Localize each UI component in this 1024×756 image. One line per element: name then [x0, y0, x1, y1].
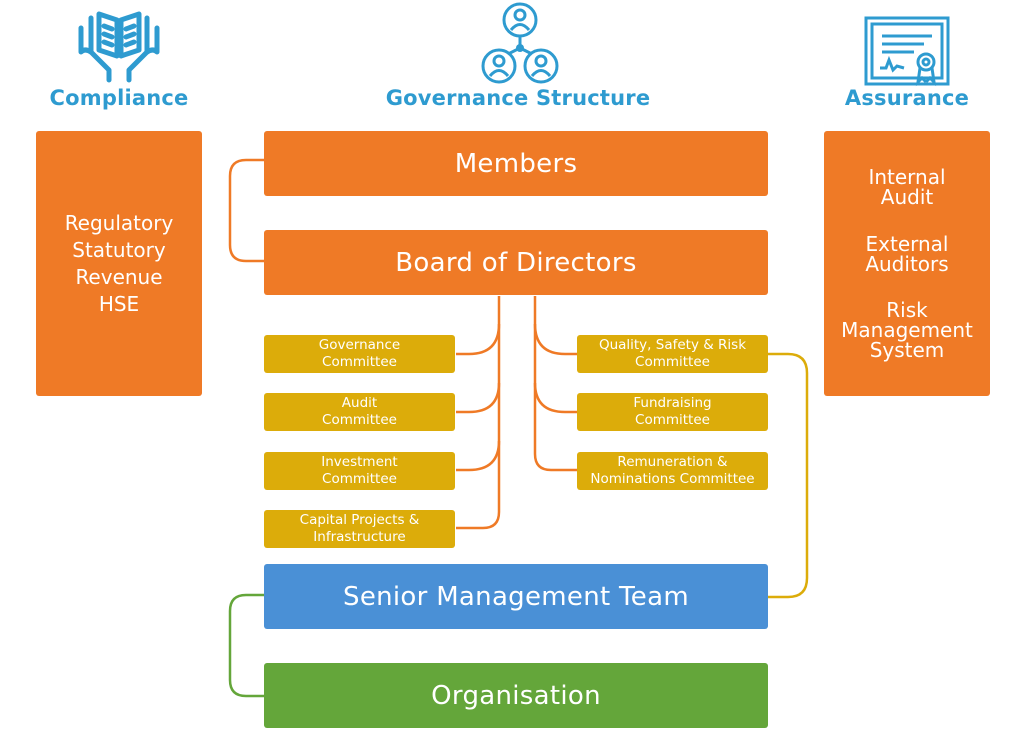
assurance-item-line: Management: [841, 317, 973, 342]
compliance-item: Regulatory: [64, 210, 174, 235]
governance-committee-box: Governance Committee: [264, 335, 455, 373]
committee-line: Audit: [341, 395, 378, 411]
external-auditors-item: External Auditors: [865, 234, 948, 274]
remuneration-nominations-committee-box: Remuneration & Nominations Committee: [577, 452, 768, 490]
committee-line: Remuneration &: [617, 454, 728, 470]
fundraising-committee-box: Fundraising Committee: [577, 393, 768, 431]
assurance-item-line: Audit: [880, 185, 934, 210]
assurance-item-line: Auditors: [865, 251, 949, 276]
left-committee-trunk: [456, 296, 501, 530]
committee-line: Capital Projects &: [299, 512, 420, 528]
left-branch-2: [456, 382, 501, 414]
assurance-item-line: System: [869, 337, 945, 362]
internal-audit-item: Internal Audit: [868, 167, 945, 207]
right-branch-2: [533, 382, 577, 414]
quality-safety-risk-committee-box: Quality, Safety & Risk Committee: [577, 335, 768, 373]
committee-line: Committee: [322, 412, 397, 428]
left-branch-1: [456, 323, 501, 356]
committee-line: Quality, Safety & Risk: [598, 337, 747, 353]
right-committee-trunk: [533, 296, 577, 472]
organisation-label: Organisation: [431, 680, 601, 711]
people-network-icon: [481, 2, 559, 84]
compliance-title: Compliance: [49, 86, 189, 110]
board-of-directors-box: Board of Directors: [264, 230, 768, 295]
committee-line: Fundraising: [633, 395, 712, 411]
risk-management-system-item: Risk Management System: [841, 300, 973, 360]
assurance-item-line: Internal: [868, 165, 946, 190]
compliance-item: Revenue: [75, 264, 163, 289]
governance-structure-title: Governance Structure: [385, 86, 651, 110]
investment-committee-box: Investment Committee: [264, 452, 455, 490]
quality-smt-connector: [768, 352, 809, 599]
committee-line: Committee: [322, 354, 397, 370]
committee-line: Committee: [635, 412, 710, 428]
organisation-box: Organisation: [264, 663, 768, 728]
left-branch-3: [456, 440, 501, 472]
assurance-box: Internal Audit External Auditors Risk Ma…: [824, 131, 990, 396]
members-label: Members: [454, 148, 578, 179]
assurance-item-line: External: [865, 231, 949, 256]
compliance-box: Regulatory Statutory Revenue HSE: [36, 131, 202, 396]
compliance-item: Statutory: [72, 237, 166, 262]
members-board-connector: [228, 158, 264, 263]
smt-label: Senior Management Team: [343, 581, 689, 612]
right-branch-1: [533, 323, 577, 356]
committee-line: Investment: [321, 454, 398, 470]
assurance-title: Assurance: [844, 86, 970, 110]
audit-committee-box: Audit Committee: [264, 393, 455, 431]
senior-management-team-box: Senior Management Team: [264, 564, 768, 629]
compliance-item: HSE: [98, 291, 140, 316]
capital-projects-committee-box: Capital Projects & Infrastructure: [264, 510, 455, 548]
smt-organisation-connector: [228, 593, 264, 698]
committee-line: Committee: [635, 354, 710, 370]
committee-line: Nominations Committee: [590, 471, 755, 487]
committee-line: Committee: [322, 471, 397, 487]
board-label: Board of Directors: [395, 247, 637, 278]
committee-line: Governance: [318, 337, 401, 353]
members-box: Members: [264, 131, 768, 196]
assurance-item-line: Risk: [886, 297, 928, 322]
committee-line: Infrastructure: [313, 529, 406, 545]
hands-holding-book-icon: [78, 11, 160, 83]
certificate-icon: [864, 16, 950, 87]
